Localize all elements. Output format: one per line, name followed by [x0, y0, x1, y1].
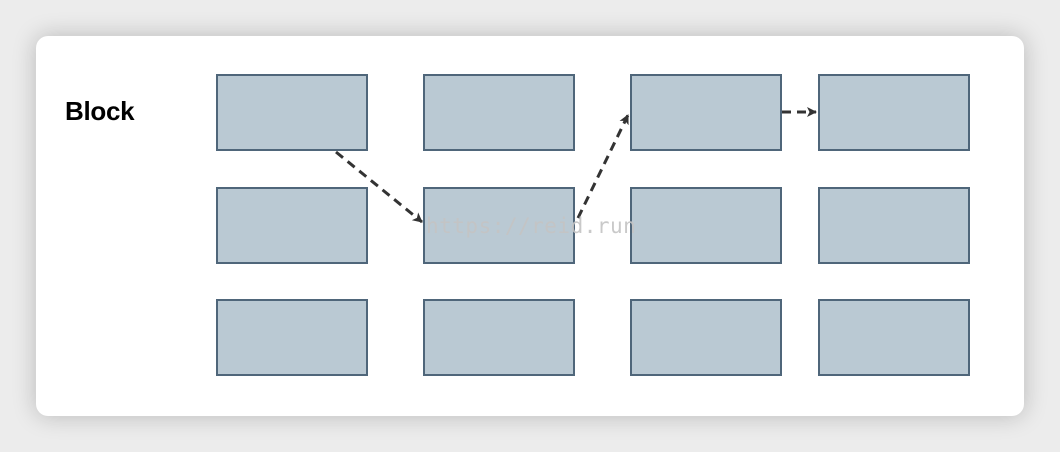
arrow-r1c1-to-r2c2 — [335, 150, 423, 224]
block-r2-c4 — [818, 187, 970, 264]
block-r1-c1 — [216, 74, 368, 151]
block-r2-c3 — [630, 187, 782, 264]
block-r3-c1 — [216, 299, 368, 376]
block-r1-c3 — [630, 74, 782, 151]
arrows-layer — [335, 107, 817, 224]
block-r3-c4 — [818, 299, 970, 376]
block-r1-c2 — [423, 74, 575, 151]
arrow-r2c2-to-r1c3 — [576, 114, 630, 219]
block-r3-c3 — [630, 299, 782, 376]
blocks-layer — [216, 74, 970, 376]
diagram-title: Block — [65, 96, 135, 126]
block-r2-c2 — [423, 187, 575, 264]
block-r2-c1 — [216, 187, 368, 264]
diagram-card: Block https://reid.run — [36, 36, 1024, 416]
block-grid-diagram — [216, 74, 970, 376]
block-r1-c4 — [818, 74, 970, 151]
block-r3-c2 — [423, 299, 575, 376]
